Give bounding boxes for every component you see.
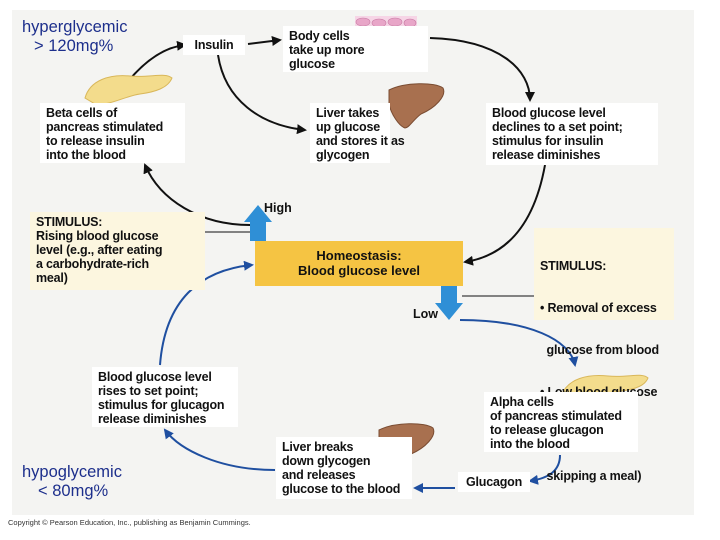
arrow-liver-to-rises — [163, 428, 276, 471]
alpha-cells-line: into the blood — [490, 437, 570, 451]
beta-cells-line: into the blood — [46, 148, 126, 162]
beta-cells-line: pancreas stimulated — [46, 120, 164, 134]
liver-takes-line: glycogen — [316, 148, 370, 162]
liver-takes-line: up glucose — [316, 120, 380, 134]
stimulus-rising-line: STIMULUS: — [36, 215, 103, 229]
arrow-low-to-alpha — [459, 319, 579, 367]
beta-cells-line: to release insulin — [46, 134, 145, 148]
low-label: Low — [413, 307, 438, 321]
alpha-cells-box: Alpha cells of pancreas stimulated to re… — [484, 392, 638, 452]
liver-breaks-line: down glycogen — [282, 454, 371, 468]
liver-breaks-box: Liver breaks down glycogen and releases … — [276, 437, 412, 499]
copyright-notice: Copyright © Pearson Education, Inc., pub… — [8, 518, 251, 527]
stimulus-removal-line: glucose from blood — [540, 343, 660, 357]
rises-box: Blood glucose level rises to set point; … — [92, 367, 238, 427]
stimulus-removal-line: • Removal of excess — [540, 301, 657, 315]
liver-takes-line: and stores it as — [316, 134, 405, 148]
alpha-cells-line: of pancreas stimulated — [490, 409, 622, 423]
declines-line: release diminishes — [492, 148, 601, 162]
homeostasis-subtitle: Blood glucose level — [297, 263, 421, 278]
beta-cells-box: Beta cells of pancreas stimulated to rel… — [40, 103, 185, 163]
stimulus-removal-line: STIMULUS: — [540, 259, 607, 273]
declines-box: Blood glucose level declines to a set po… — [486, 103, 658, 165]
stimulus-rising-box: STIMULUS: Rising blood glucose level (e.… — [30, 212, 205, 290]
arrow-insulin-to-liver — [217, 54, 307, 135]
liver-breaks-line: and releases — [282, 468, 356, 482]
hypo-line-2: < 80mg% — [38, 482, 109, 500]
arrow-insulin-to-bodycells — [247, 36, 282, 46]
arrow-declines-to-homeostasis — [463, 164, 546, 266]
liver-breaks-line: Liver breaks — [282, 440, 354, 454]
glucagon-label: Glucagon — [458, 472, 530, 492]
homeostasis-title: Homeostasis: — [316, 248, 402, 263]
hyperglycemic-heading: hyperglycemic > 120mg% — [22, 18, 127, 56]
hypoglycemic-heading: hypoglycemic < 80mg% — [22, 463, 122, 501]
stimulus-removal-line: skipping a meal) — [540, 469, 642, 483]
liver-takes-line: Liver takes — [316, 106, 380, 120]
insulin-label: Insulin — [183, 35, 245, 55]
body-cells-line: Body cells — [289, 29, 350, 43]
arrow-stimulus-to-beta — [143, 163, 251, 226]
liver-top-icon — [388, 83, 445, 129]
high-label: High — [264, 201, 292, 215]
hyper-line-2: > 120mg% — [34, 37, 114, 55]
arrow-bodycells-to-declines — [429, 37, 535, 102]
low-arrow — [435, 286, 463, 320]
pancreas-top-icon — [84, 74, 173, 105]
rises-line: release diminishes — [98, 412, 207, 426]
homeostasis-box: Homeostasis: Blood glucose level — [255, 241, 463, 286]
alpha-cells-line: to release glucagon — [490, 423, 604, 437]
stimulus-rising-line: level (e.g., after eating — [36, 243, 163, 257]
rises-line: rises to set point; — [98, 384, 199, 398]
stimulus-rising-line: meal) — [36, 271, 68, 285]
rises-line: stimulus for glucagon — [98, 398, 225, 412]
liver-breaks-line: glucose to the blood — [282, 482, 401, 496]
alpha-cells-line: Alpha cells — [490, 395, 554, 409]
hyper-line-1: hyperglycemic — [22, 18, 128, 36]
body-cells-line: glucose — [289, 57, 335, 71]
body-cells-box: Body cells take up more glucose — [283, 26, 428, 72]
stimulus-removal-box: STIMULUS: • Removal of excess glucose fr… — [534, 228, 674, 483]
beta-cells-line: Beta cells of — [46, 106, 118, 120]
hypo-line-1: hypoglycemic — [22, 463, 122, 481]
declines-line: declines to a set point; — [492, 120, 623, 134]
arrow-alpha-to-glucagon — [528, 454, 561, 485]
arrow-rises-to-homeostasis — [159, 260, 254, 366]
high-arrow — [244, 205, 272, 241]
stimulus-rising-line: a carbohydrate-rich — [36, 257, 149, 271]
glucagon-text: Glucagon — [465, 475, 523, 489]
declines-line: Blood glucose level — [492, 106, 606, 120]
declines-line: stimulus for insulin — [492, 134, 604, 148]
body-cells-line: take up more — [289, 43, 365, 57]
insulin-text: Insulin — [194, 38, 234, 52]
liver-takes-box: Liver takes up glucose and stores it as … — [310, 103, 405, 163]
rises-line: Blood glucose level — [98, 370, 212, 384]
stimulus-rising-line: Rising blood glucose — [36, 229, 159, 243]
